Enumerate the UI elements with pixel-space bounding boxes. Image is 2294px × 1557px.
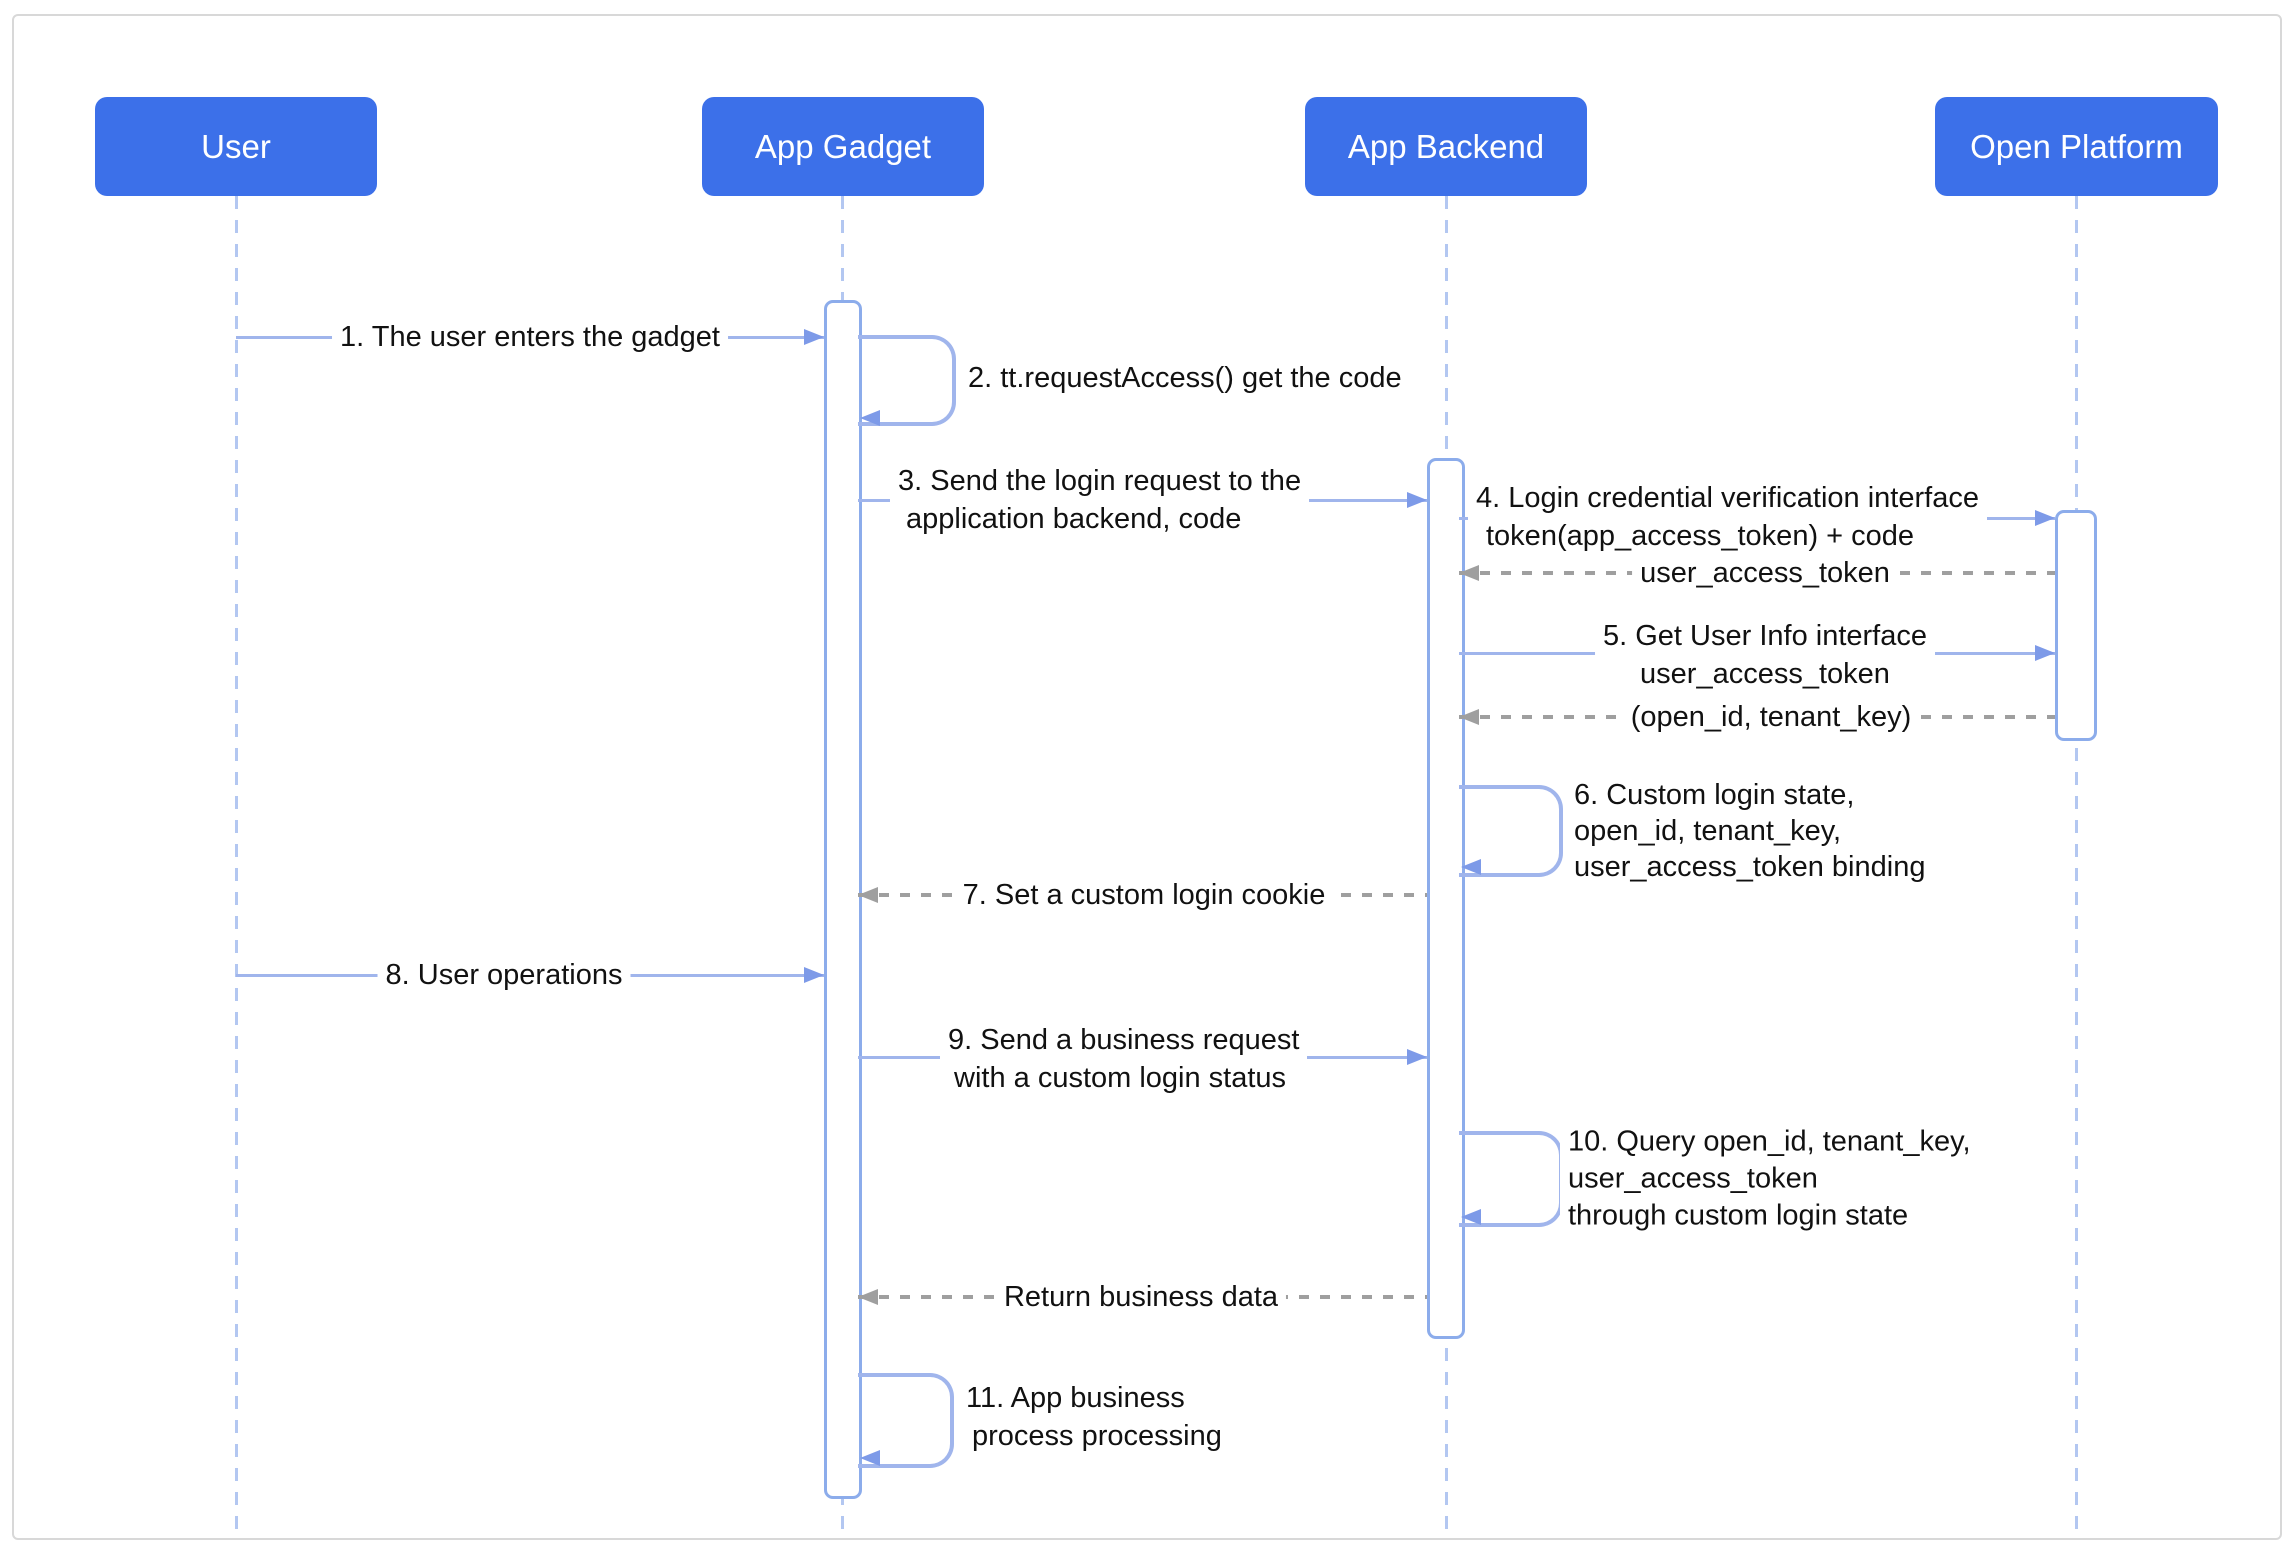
message-11-label: 11. App business process processing <box>958 1377 1230 1457</box>
message-8-arrowhead-icon <box>804 967 824 983</box>
message-10-arrowhead-icon <box>1461 1209 1481 1225</box>
actor-app-backend-label: App Backend <box>1347 127 1545 165</box>
lifeline-user <box>235 196 238 1537</box>
return-2-label: (open_id, tenant_key) <box>1622 696 1920 738</box>
message-8-label: 8. User operations <box>377 954 631 996</box>
message-4-arrowhead-icon <box>2035 510 2055 526</box>
actor-user-label: User <box>201 127 271 165</box>
message-9-arrowhead-icon <box>1407 1049 1427 1065</box>
lifeline-open-platform <box>2075 196 2078 1537</box>
actor-app-gadget-label: App Gadget <box>754 127 932 165</box>
message-5-arrowhead-icon <box>2035 645 2055 661</box>
return-1-arrowhead-icon <box>1459 565 1479 581</box>
actor-app-backend: App Backend <box>1305 97 1587 196</box>
message-2-arrowhead-icon <box>860 410 880 426</box>
message-6-self-loop <box>1459 785 1563 877</box>
message-3-arrowhead-icon <box>1407 492 1427 508</box>
return-1-label: user_access_token <box>1632 552 1898 594</box>
return-3-label: Return business data <box>995 1276 1287 1318</box>
return-3-arrowhead-icon <box>858 1289 878 1305</box>
message-2-label: 2. tt.requestAccess() get the code <box>960 357 1410 399</box>
message-1-arrowhead-icon <box>804 329 824 345</box>
message-9-label: 9. Send a business request with a custom… <box>940 1019 1308 1099</box>
message-5-label: 5. Get User Info interface user_access_t… <box>1595 615 1935 695</box>
return-2-arrowhead-icon <box>1459 709 1479 725</box>
actor-user: User <box>95 97 377 196</box>
activation-app-backend <box>1427 458 1465 1339</box>
message-6-arrowhead-icon <box>1461 859 1481 875</box>
activation-app-gadget <box>824 300 862 1499</box>
message-7-arrowhead-icon <box>858 887 878 903</box>
actor-open-platform-label: Open Platform <box>1970 127 2183 165</box>
message-3-label: 3. Send the login request to the applica… <box>890 460 1310 540</box>
message-2-self-loop <box>858 335 956 426</box>
message-6-label: 6. Custom login state, open_id, tenant_k… <box>1566 775 1934 887</box>
activation-open-platform <box>2055 510 2097 741</box>
message-11-arrowhead-icon <box>860 1450 880 1466</box>
message-11-self-loop <box>858 1373 954 1468</box>
message-1-label: 1. The user enters the gadget <box>332 316 728 358</box>
actor-app-gadget: App Gadget <box>702 97 984 196</box>
actor-open-platform: Open Platform <box>1935 97 2218 196</box>
message-7-label: 7. Set a custom login cookie <box>954 874 1334 916</box>
message-4-label: 4. Login credential verification interfa… <box>1468 477 1987 557</box>
message-10-label: 10. Query open_id, tenant_key, user_acce… <box>1560 1121 1979 1237</box>
